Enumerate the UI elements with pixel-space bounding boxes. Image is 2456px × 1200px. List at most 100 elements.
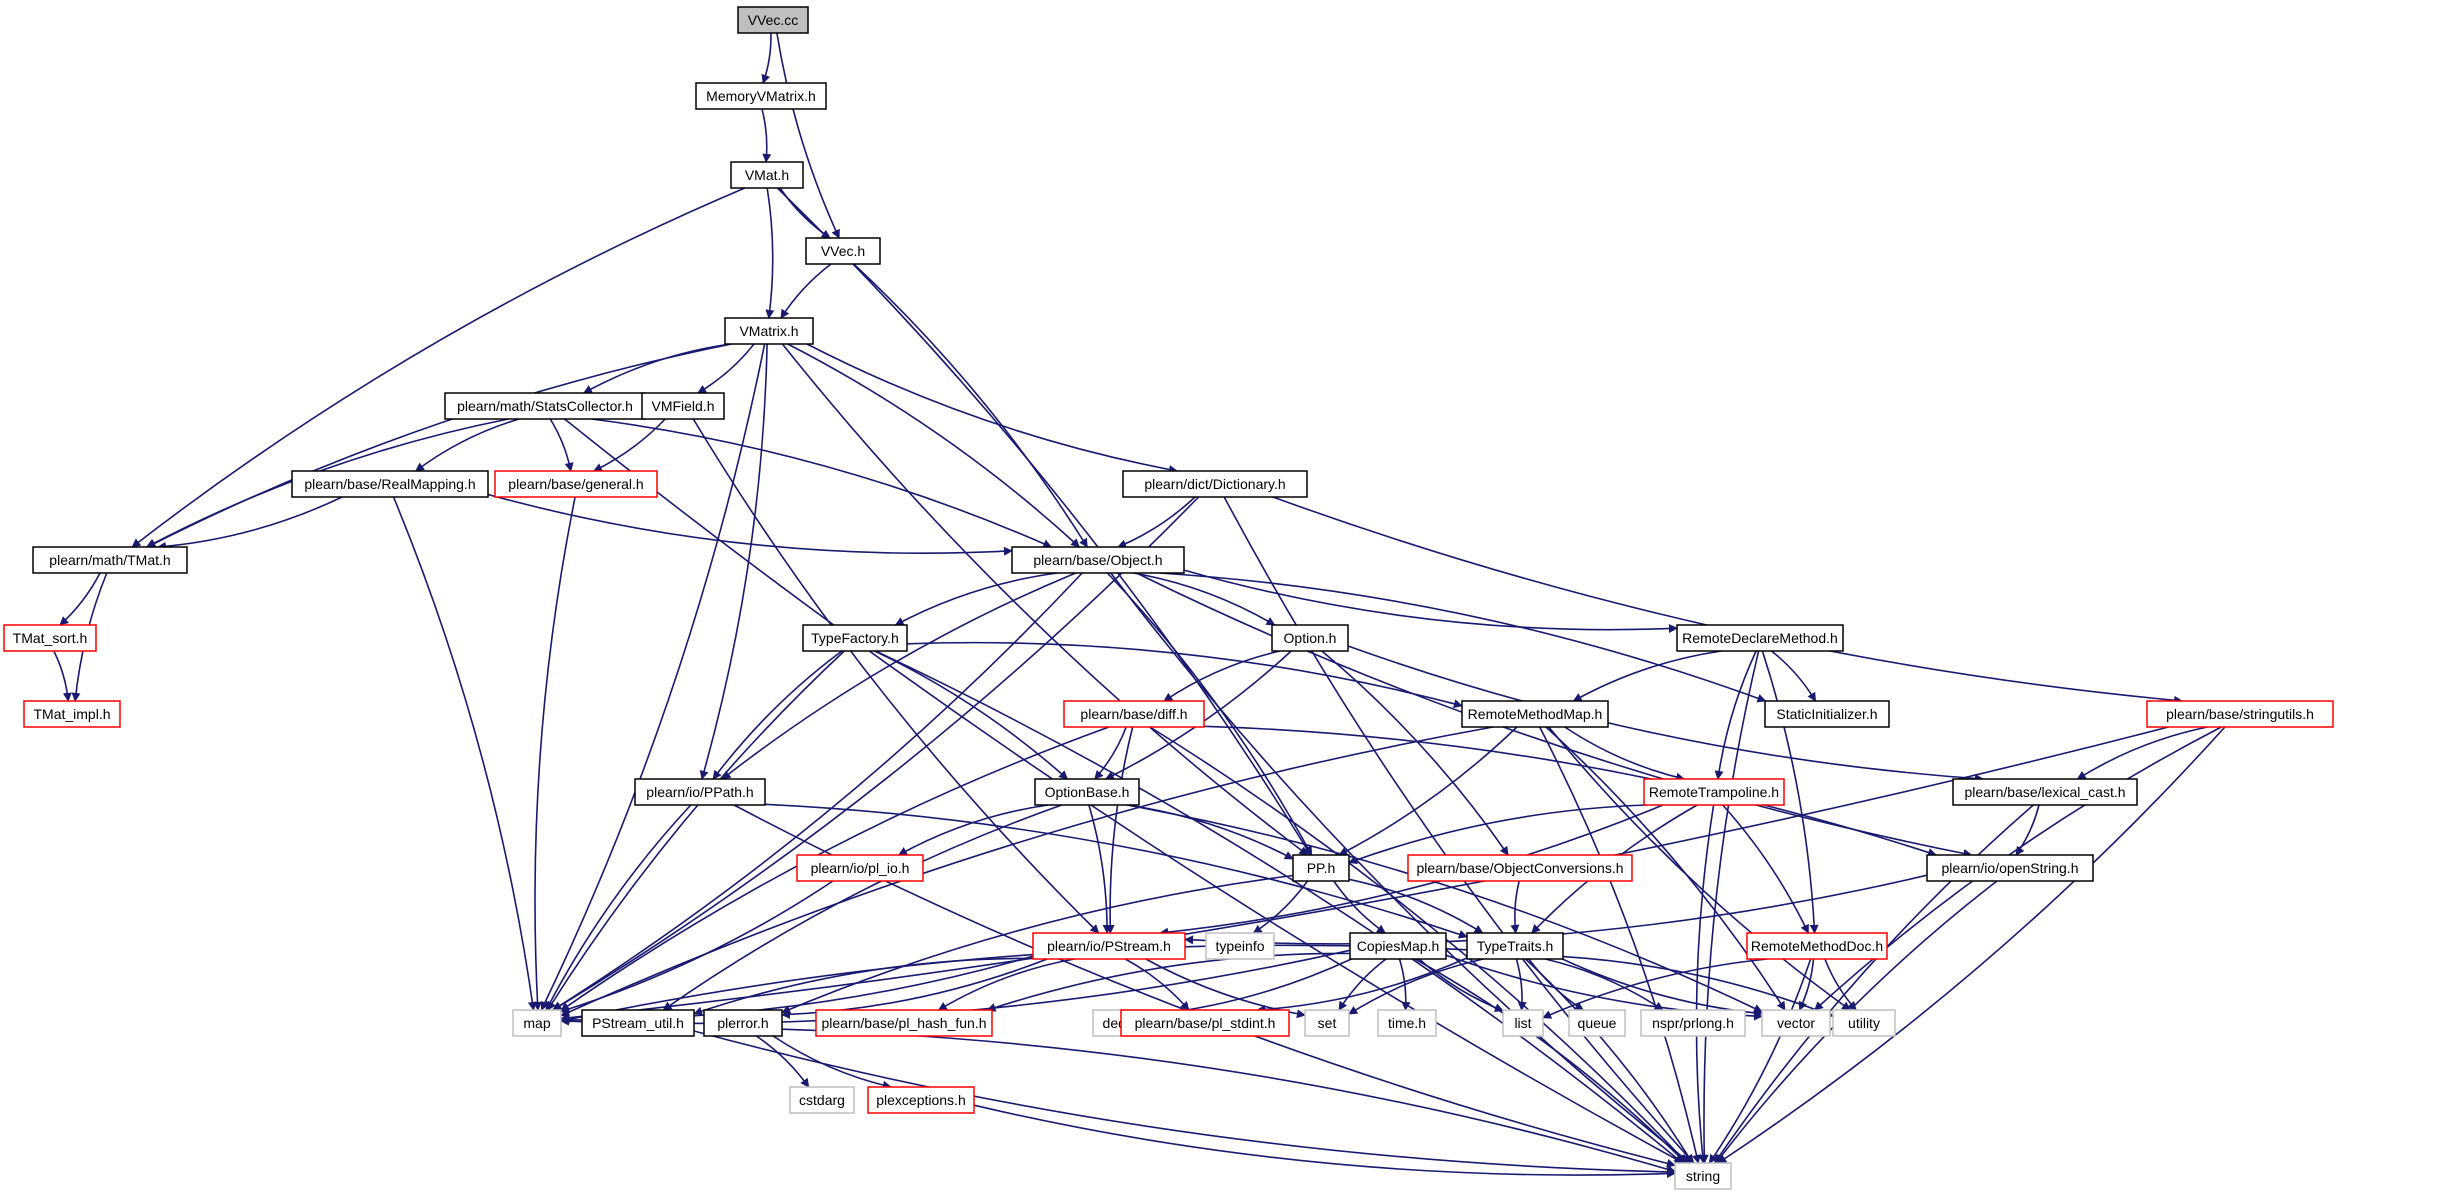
edge-optionbase_h-to-pp_h (1126, 804, 1294, 860)
node-general_h[interactable]: plearn/base/general.h (494, 470, 658, 498)
edge-copiesmap_h-to-string (1414, 958, 1687, 1164)
edge-object_h-to-staticinitializer_h (1159, 572, 1767, 703)
node-string: string (1674, 1162, 1732, 1190)
node-diff_h[interactable]: plearn/base/diff.h (1063, 700, 1205, 728)
node-label: list (1514, 1015, 1531, 1031)
edge-pp_h-to-copiesmap_h (1333, 880, 1386, 934)
edge-statscollector_h-to-object_h (591, 418, 1053, 548)
node-tmat_impl_h[interactable]: TMat_impl.h (23, 700, 121, 728)
node-objectconversions_h[interactable]: plearn/base/ObjectConversions.h (1407, 854, 1633, 882)
node-pstream_h[interactable]: plearn/io/PStream.h (1032, 932, 1186, 960)
node-box (1292, 854, 1350, 882)
edge-pstream_h-to-pl_hash_fun_h (937, 958, 1075, 1011)
node-box (1761, 1009, 1831, 1037)
node-vmatrix_h[interactable]: VMatrix.h (724, 317, 814, 345)
edge-object_h-to-remotedeclaremethod_h (1183, 569, 1678, 634)
node-pstream_util_h[interactable]: PStream_util.h (581, 1009, 695, 1037)
node-label: set (1318, 1015, 1337, 1031)
edge-statscollector_h-to-tmat_h (145, 418, 509, 548)
node-box (1304, 1009, 1350, 1037)
node-ppath_h[interactable]: plearn/io/PPath.h (634, 778, 766, 806)
node-tmat_sort_h[interactable]: TMat_sort.h (3, 624, 97, 652)
node-label: plearn/base/Object.h (1033, 552, 1162, 568)
edge-pp_h-to-typeinfo (1252, 880, 1309, 934)
edge-pstream_h-to-pstream_util_h (693, 957, 1034, 1016)
node-openstring_h[interactable]: plearn/io/openString.h (1926, 854, 2094, 882)
node-vvec_h[interactable]: VVec.h (805, 237, 881, 265)
node-label: RemoteTrampoline.h (1649, 784, 1779, 800)
edge-remotedeclaremethod_h-to-string (1699, 650, 1760, 1164)
node-map: map (512, 1009, 562, 1037)
node-pl_stdint_h[interactable]: plearn/base/pl_stdint.h (1120, 1009, 1290, 1037)
edge-remotedeclaremethod_h-to-remotetrampoline_h (1714, 650, 1757, 780)
edge-pstream_util_h-to-string (693, 1030, 1676, 1177)
node-box (1568, 1009, 1626, 1037)
node-box (867, 1086, 975, 1114)
node-box (1120, 1009, 1290, 1037)
edge-objectconversions_h-to-typetraits_h (1510, 880, 1520, 934)
node-realmapping_h[interactable]: plearn/base/RealMapping.h (291, 470, 489, 498)
node-box (1032, 932, 1186, 960)
node-box (1764, 700, 1890, 728)
edge-stringutils_h-to-map (560, 726, 2169, 1023)
node-plexceptions_h[interactable]: plexceptions.h (867, 1086, 975, 1114)
node-remotemethoddoc_h[interactable]: RemoteMethodDoc.h (1746, 932, 1888, 960)
edge-lexical_cast_h-to-string (1713, 804, 2034, 1164)
edge-copiesmap_h-to-pl_hash_fun_h (986, 952, 1351, 1012)
node-vvec_cc[interactable]: VVec.cc (737, 6, 809, 34)
edge-vmfield_h-to-pstream_h (692, 418, 1100, 934)
node-label: RemoteMethodMap.h (1468, 706, 1603, 722)
node-pl_hash_fun_h[interactable]: plearn/base/pl_hash_fun.h (815, 1009, 993, 1037)
node-box (724, 317, 814, 345)
node-label: string (1686, 1168, 1720, 1184)
node-memoryvmatrix_h[interactable]: MemoryVMatrix.h (695, 82, 827, 110)
node-vector: vector (1761, 1009, 1831, 1037)
edge-pp_h-to-typetraits_h (1348, 878, 1484, 934)
node-option_h[interactable]: Option.h (1271, 624, 1349, 652)
node-label: plearn/base/lexical_cast.h (1964, 784, 2125, 800)
node-box (1746, 932, 1888, 960)
node-pl_io_h[interactable]: plearn/io/pl_io.h (796, 854, 924, 882)
node-remotedeclaremethod_h[interactable]: RemoteDeclareMethod.h (1676, 624, 1844, 652)
node-typeinfo: typeinfo (1205, 932, 1275, 960)
node-label: plearn/base/pl_stdint.h (1135, 1015, 1276, 1031)
node-typetraits_h[interactable]: TypeTraits.h (1466, 932, 1564, 960)
node-plerror_h[interactable]: plerror.h (703, 1009, 783, 1037)
node-box (1640, 1009, 1746, 1037)
node-vmat_h[interactable]: VMat.h (730, 161, 804, 189)
node-label: utility (1848, 1015, 1880, 1031)
edge-tmat_sort_h-to-tmat_impl_h (53, 650, 72, 702)
edge-object_h-to-string (1110, 572, 1691, 1164)
node-label: VMatrix.h (739, 323, 798, 339)
node-dictionary_h[interactable]: plearn/dict/Dictionary.h (1122, 470, 1308, 498)
edge-diff_h-to-map (560, 726, 1110, 1012)
node-vmfield_h[interactable]: VMField.h (641, 392, 725, 420)
node-stringutils_h[interactable]: plearn/base/stringutils.h (2146, 700, 2334, 728)
edge-vvec_h-to-object_h (853, 263, 1088, 548)
node-label: CopiesMap.h (1357, 938, 1440, 954)
node-lexical_cast_h[interactable]: plearn/base/lexical_cast.h (1952, 778, 2138, 806)
node-remotemethodmap_h[interactable]: RemoteMethodMap.h (1461, 700, 1609, 728)
node-pp_h[interactable]: PP.h (1292, 854, 1350, 882)
node-staticinitializer_h[interactable]: StaticInitializer.h (1764, 700, 1890, 728)
node-object_h[interactable]: plearn/base/Object.h (1011, 546, 1185, 574)
node-box (32, 546, 188, 574)
edge-typetraits_h-to-nspr_prlong_h (1544, 958, 1664, 1011)
edge-typefactory_h-to-ppath_h (712, 650, 843, 780)
node-box (1461, 700, 1609, 728)
edge-diff_h-to-optionbase_h (1094, 726, 1127, 780)
node-label: time.h (1388, 1015, 1426, 1031)
node-label: VVec.h (821, 243, 865, 259)
edge-optionbase_h-to-vector (1126, 804, 1763, 1013)
node-statscollector_h[interactable]: plearn/math/StatsCollector.h (444, 392, 646, 420)
edge-remotemethoddoc_h-to-list (1542, 958, 1768, 1019)
node-typefactory_h[interactable]: TypeFactory.h (802, 624, 908, 652)
node-copiesmap_h[interactable]: CopiesMap.h (1349, 932, 1447, 960)
edge-remotemethoddoc_h-to-utility (1824, 958, 1857, 1011)
node-remotetrampoline_h[interactable]: RemoteTrampoline.h (1643, 778, 1785, 806)
node-tmat_h[interactable]: plearn/math/TMat.h (32, 546, 188, 574)
node-label: plearn/io/openString.h (1942, 860, 2079, 876)
node-optionbase_h[interactable]: OptionBase.h (1034, 778, 1140, 806)
node-box (815, 1009, 993, 1037)
node-label: plearn/io/PPath.h (646, 784, 753, 800)
